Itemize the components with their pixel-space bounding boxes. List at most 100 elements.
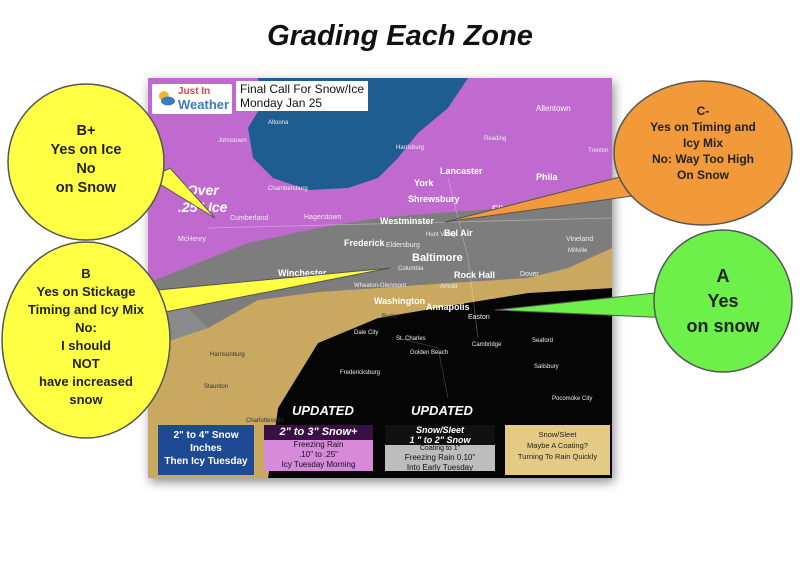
grade-bubble-b: B Yes on Stickage Timing and Icy Mix No:… [0, 240, 172, 440]
bubble-c-minus-shape [613, 80, 793, 226]
city-annapolis: Annapolis [426, 302, 470, 312]
weather-logo-icon [159, 91, 175, 106]
grade-bubble-b-plus: B+ Yes on Ice No on Snow [6, 82, 166, 242]
city-chambersburg: Chambersburg [268, 186, 308, 192]
city-cambridge: Cambridge [472, 342, 502, 348]
city-johnstown: Johnstown [218, 138, 247, 144]
bubble-b-text: B Yes on Stickage Timing and Icy Mix No:… [0, 265, 172, 409]
city-washington: Washington [374, 296, 426, 306]
bubble-c-minus-line: Icy Mix [682, 136, 724, 150]
legend2-line3: Icy Tuesday Morning [281, 460, 356, 469]
legend2-line2: .10" to .25" [298, 450, 339, 459]
bubble-b-line: B [81, 266, 91, 281]
map-title: Final Call For Snow/Ice Monday Jan 25 [236, 81, 369, 111]
legend4-line1: Snow/Sleet [538, 430, 577, 439]
city-winchester: Winchester [278, 268, 327, 278]
city-lancaster: Lancaster [440, 166, 483, 176]
legend-rain: Snow/Sleet Maybe A Coating? Turning To R… [505, 425, 610, 475]
bubble-a-line: A [716, 266, 730, 286]
logo-line1: Just In [178, 86, 211, 97]
bubble-b-plus-line: No [76, 161, 96, 177]
bubble-a-line: on snow [686, 316, 760, 336]
legend1-line3: Then Icy Tuesday [164, 456, 248, 467]
tail-c-minus [444, 174, 641, 223]
city-cumberland: Cumberland [230, 215, 269, 222]
bubble-b-plus-line: Yes on Ice [50, 142, 122, 158]
bubble-b-line: NOT [72, 356, 100, 371]
updated-label-2: UPDATED [411, 403, 473, 418]
city-hagerstown: Hagerstown [304, 214, 342, 221]
city-reading: Reading [484, 136, 507, 142]
bubble-b-line: Yes on Stickage [36, 284, 136, 299]
city-huntvalley: Hunt Valley [426, 232, 457, 238]
city-mchenry: McHenry [178, 236, 207, 243]
bubble-a-line: Yes [707, 291, 739, 311]
city-belair: Bel Air [444, 228, 473, 238]
bubble-c-minus-line: No: Way Too High [652, 152, 754, 166]
legend4-line2: Maybe A Coating? [527, 441, 588, 450]
legend-snow-sleet: Snow/Sleet 1 " to 2" Snow Coating to 1" … [385, 425, 495, 472]
legend2-head: 2" to 3" Snow+ [264, 425, 373, 440]
bubble-c-minus-line: Yes on Timing and [650, 120, 756, 134]
legend1-line1: 2" to 4" Snow [173, 430, 239, 441]
city-salisbury: Salisbury [534, 364, 559, 370]
city-stcharles: St. Charles [396, 336, 426, 342]
city-easton: Easton [468, 314, 490, 321]
grade-bubble-c-minus: C- Yes on Timing and Icy Mix No: Way Too… [612, 79, 794, 227]
city-dalecity: Dale City [354, 330, 379, 336]
city-arnold: Arnold [440, 284, 458, 290]
legend-freezing-rain: 2" to 3" Snow+ Freezing Rain .10" to .25… [264, 425, 373, 471]
legend3-head2: 1 " to 2" Snow [385, 435, 495, 445]
bubble-b-plus-text: B+ Yes on Ice No on Snow [6, 122, 166, 198]
city-philadelphia: Phila [536, 172, 558, 182]
city-staunton: Staunton [204, 384, 229, 390]
city-york: York [414, 178, 434, 188]
bubble-a-shape [653, 229, 793, 373]
city-trenton: Trenton [588, 148, 609, 154]
city-pocomoke: Pocomoke City [552, 396, 593, 402]
map-title-line2: Monday Jan 25 [240, 96, 323, 110]
page-title: Grading Each Zone [267, 20, 533, 52]
map-title-line1: Final Call For Snow/Ice [240, 82, 365, 96]
bubble-b-plus-shape [7, 83, 165, 241]
legend-snow-ice: 2" to 4" Snow Inches Then Icy Tuesday [158, 425, 254, 475]
updated-label-1: UPDATED [292, 403, 354, 418]
tail-b [157, 267, 391, 313]
legend4-line3: Turning To Rain Quickly [517, 452, 598, 461]
bubble-b-plus-line: B+ [76, 123, 96, 139]
city-shrewsbury: Shrewsbury [408, 194, 460, 204]
bubble-b-line: have increased [39, 374, 133, 389]
bubble-b-line: snow [69, 392, 103, 407]
city-burke: Burke [382, 314, 398, 320]
city-eldersburg: Eldersburg [386, 242, 420, 249]
bubble-c-minus-line: On Snow [677, 168, 729, 182]
bubble-a-text: A Yes on snow [652, 264, 794, 339]
bubble-b-line: No: [75, 320, 97, 335]
city-altoona: Altoona [268, 120, 289, 126]
city-harrisonburg: Harrisonburg [210, 352, 245, 358]
legend1-line2: Inches [190, 443, 222, 454]
legend3-line1: Freezing Rain 0.10" [404, 453, 476, 462]
city-fredericksburg: Fredericksburg [340, 370, 381, 376]
city-rockhall: Rock Hall [454, 270, 496, 280]
bubble-b-shape [1, 241, 171, 439]
city-millville: Millville [568, 248, 588, 254]
ice-label-line1: Over [186, 182, 219, 198]
city-allentown: Allentown [536, 104, 571, 113]
city-harrisburg: Harrisburg [396, 145, 425, 151]
bubble-b-line: I should [61, 338, 111, 353]
bubble-c-minus-text: C- Yes on Timing and Icy Mix No: Way Too… [612, 103, 794, 183]
bubble-c-minus-line: C- [696, 104, 710, 118]
city-charlottesville: Charlottesville [246, 418, 284, 424]
bubble-b-line: Timing and Icy Mix [27, 302, 145, 317]
logo-line2: Weather [178, 97, 230, 112]
bubble-b-plus-line: on Snow [55, 180, 117, 196]
legend3-line0: Coating to 1" [419, 445, 461, 452]
city-wheaton: Wheaton-Glenmont [354, 283, 407, 289]
grade-bubble-a: A Yes on snow [652, 228, 794, 374]
tail-a [494, 291, 673, 319]
city-frederick: Frederick [344, 238, 385, 248]
city-seaford: Seaford [532, 338, 554, 344]
city-dover: Dover [520, 271, 539, 278]
